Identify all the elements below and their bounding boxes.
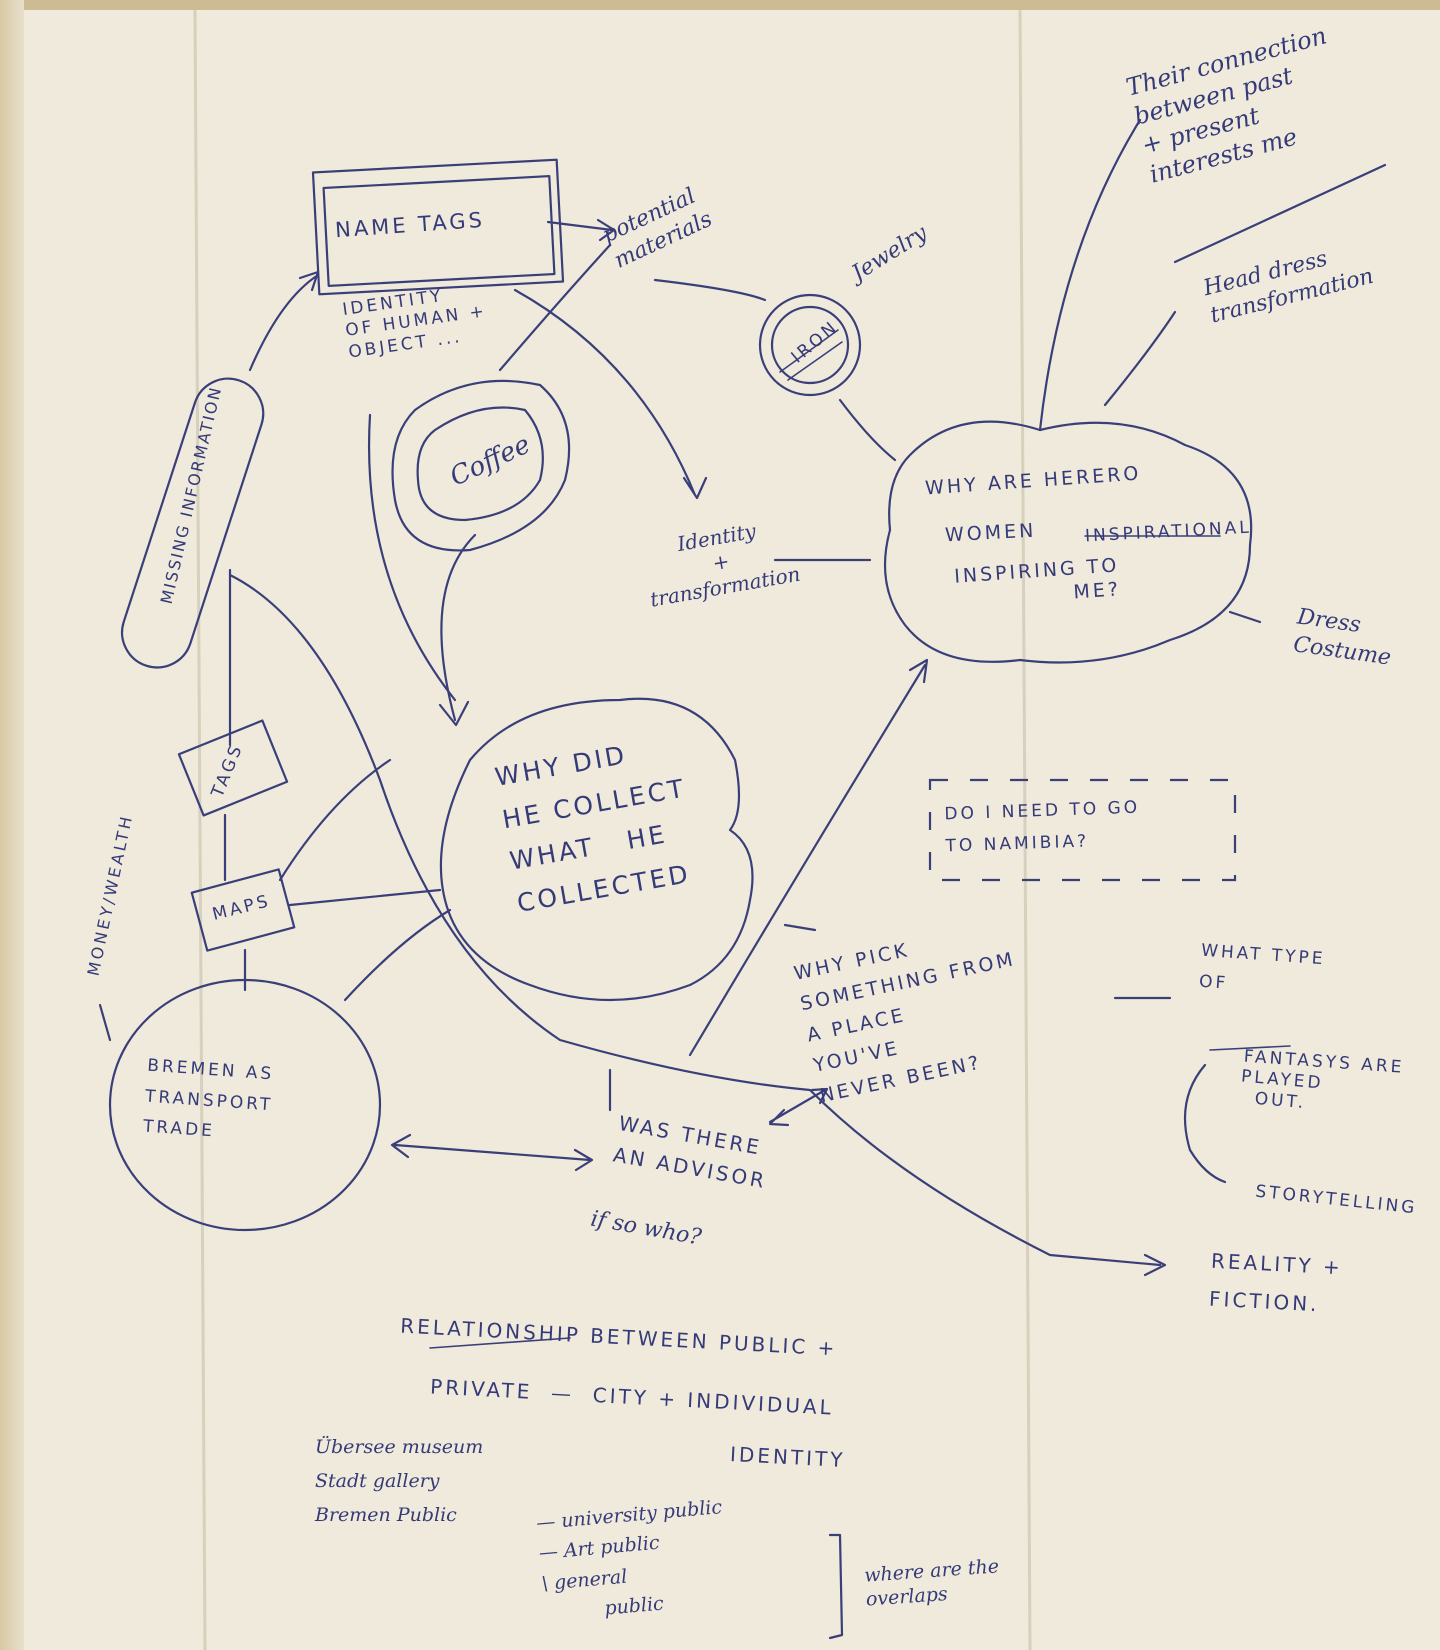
arrow-to-materials <box>546 218 616 242</box>
institutions-label: Übersee museum Stadt gallery Bremen Publ… <box>315 1436 484 1527</box>
tick-collect-whypick <box>783 923 817 932</box>
line-materials-iron <box>653 278 767 302</box>
arrow-to-identity-transformation <box>513 288 708 500</box>
fantasys-line1-label: WHAT TYPE OF <box>1198 940 1327 994</box>
reality-fiction-label: REALITY + FICTION. <box>1208 1248 1344 1317</box>
table-edge-left <box>0 0 24 1650</box>
fantasys-line3-label: PLAYED OUT. <box>1240 1066 1325 1114</box>
arrow-to-reality-fiction <box>228 573 1167 1277</box>
table-edge-top <box>0 0 1440 10</box>
publics-label: — university public — Art public \ gener… <box>535 1496 723 1626</box>
arrow-coffee-to-why-collect <box>438 533 477 727</box>
herero-cloud <box>883 420 1253 664</box>
tags-box <box>177 719 289 817</box>
underline-connection <box>1173 163 1387 264</box>
namibia-dashed-box <box>928 778 1237 882</box>
line-herero-connection <box>1038 118 1142 432</box>
name-tags-box-inner <box>322 175 556 287</box>
iron-hatch <box>779 329 843 381</box>
iron-circle-inner <box>770 305 850 385</box>
maps-box <box>190 868 296 952</box>
bracket-publics <box>828 1533 844 1640</box>
fantasys-are: ARE <box>1352 1054 1405 1079</box>
overlaps-label: where are the overlaps <box>863 1555 1000 1611</box>
why-collect-label: WHY DID HE COLLECT WHAT HE COLLECTED <box>492 740 693 918</box>
line-coffee-to-materials <box>498 243 612 372</box>
namibia-label: DO I NEED TO GO TO NAMIBIA? <box>944 797 1141 857</box>
missing-information-capsule <box>121 377 265 669</box>
coffee-blob-outer <box>391 379 571 552</box>
name-tags-box-outer <box>311 158 565 296</box>
bracket-fantasys <box>1183 1063 1227 1184</box>
fold-line-right <box>1018 9 1032 1650</box>
why-collect-blob <box>439 697 754 1002</box>
line-bremen-collect <box>343 908 452 1002</box>
bremen-label: BREMEN AS TRANSPORT TRADE <box>142 1055 275 1142</box>
underline-fantasys <box>1209 1045 1291 1051</box>
tick-money-wealth <box>98 1003 112 1042</box>
line-herero-headdress <box>1103 310 1177 407</box>
arrow-bremen-advisor <box>390 1133 594 1172</box>
arrow-missing-to-nametags <box>248 270 320 372</box>
line-maps-nametags <box>278 758 392 882</box>
coffee-blob-inner <box>416 406 544 522</box>
line-maps-why-collect <box>288 888 442 907</box>
underline-relationship <box>429 1337 571 1349</box>
bremen-circle <box>108 978 382 1232</box>
iron-circle-outer <box>758 293 862 397</box>
fold-line-left <box>193 9 207 1650</box>
line-herero-dress <box>1228 610 1262 624</box>
line-iron-herero <box>838 398 897 462</box>
arrow-collect-to-herero <box>688 658 929 1057</box>
line-identity-to-why-collect <box>367 413 457 702</box>
arrow-advisor-whypick <box>768 1087 829 1127</box>
herero-line2-label: WOMEN <box>944 519 1037 547</box>
